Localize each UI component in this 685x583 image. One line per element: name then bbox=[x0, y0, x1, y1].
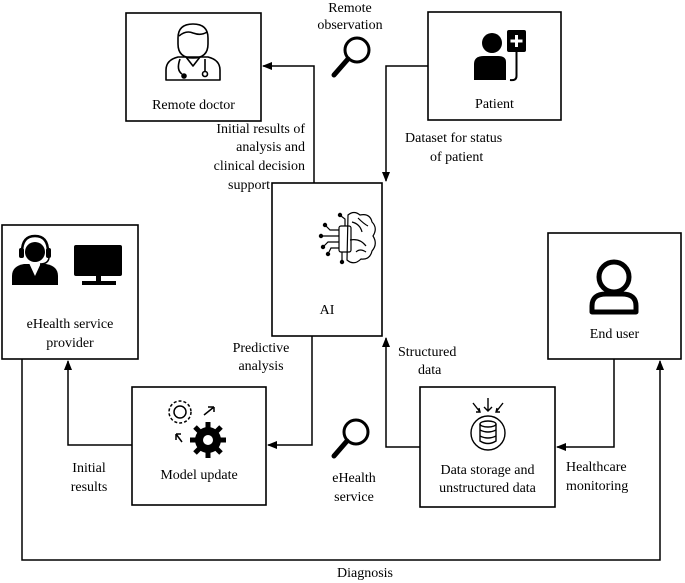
ehealth-service-label-2: service bbox=[334, 490, 374, 505]
healthcare-label-1: Healthcare bbox=[566, 460, 627, 475]
diagnosis-label: Diagnosis bbox=[337, 566, 393, 581]
initial-analysis-label-3: clinical decision bbox=[213, 159, 305, 174]
ehealth-service-label-1: eHealth bbox=[332, 471, 376, 486]
magnifier-icon-2 bbox=[331, 418, 370, 459]
edge-diagnosis bbox=[21, 359, 664, 561]
magnifier-icon bbox=[331, 36, 371, 78]
initial-results-label-1: Initial bbox=[72, 461, 106, 476]
structured-label-1: Structured bbox=[398, 345, 457, 360]
database-icon bbox=[470, 398, 506, 451]
data-storage-label-2: unstructured data bbox=[439, 481, 536, 496]
edge-ai-to-remote-doctor bbox=[262, 62, 315, 183]
dataset-label-2: of patient bbox=[430, 150, 484, 165]
remote-doctor-box bbox=[125, 12, 262, 122]
initial-analysis-label-2: analysis and bbox=[236, 140, 305, 155]
remote-observation-label-1: Remote bbox=[328, 1, 372, 16]
edge-patient-to-ai bbox=[382, 65, 428, 182]
data-storage-label-1: Data storage and bbox=[440, 463, 535, 478]
doctor-icon bbox=[165, 23, 221, 81]
edge-data-storage-to-ai bbox=[382, 337, 420, 448]
healthcare-label-2: monitoring bbox=[566, 479, 629, 494]
call-center-icon bbox=[12, 234, 58, 285]
end-user-label: End user bbox=[589, 327, 640, 342]
predictive-label-1: Predictive bbox=[232, 341, 290, 356]
edge-end-user-to-data-storage bbox=[556, 359, 615, 451]
edge-model-update-to-provider bbox=[64, 360, 132, 446]
ehealth-provider-label-2: provider bbox=[46, 336, 94, 351]
gears-icon bbox=[168, 400, 226, 458]
model-update-box bbox=[131, 386, 267, 506]
user-icon bbox=[589, 259, 639, 315]
ehealth-provider-box bbox=[1, 224, 139, 360]
predictive-label-2: analysis bbox=[238, 359, 284, 374]
initial-analysis-label-1: Initial results of bbox=[216, 122, 305, 137]
structured-label-2: data bbox=[418, 363, 442, 378]
ai-box bbox=[271, 182, 383, 337]
dataset-label-1: Dataset for status bbox=[405, 131, 503, 146]
initial-analysis-label-4: support bbox=[228, 178, 270, 193]
ai-label: AI bbox=[319, 303, 335, 318]
model-update-label: Model update bbox=[160, 468, 238, 483]
initial-results-label-2: results bbox=[70, 480, 108, 495]
remote-observation-label-2: observation bbox=[317, 18, 383, 33]
edge-ai-to-model-update bbox=[267, 336, 313, 449]
monitor-icon bbox=[74, 245, 122, 285]
ehealth-provider-label-1: eHealth service bbox=[26, 317, 114, 332]
patient-label: Patient bbox=[475, 97, 514, 112]
ai-brain-icon bbox=[318, 211, 376, 265]
patient-iv-icon bbox=[474, 30, 526, 82]
remote-doctor-label: Remote doctor bbox=[152, 98, 235, 113]
